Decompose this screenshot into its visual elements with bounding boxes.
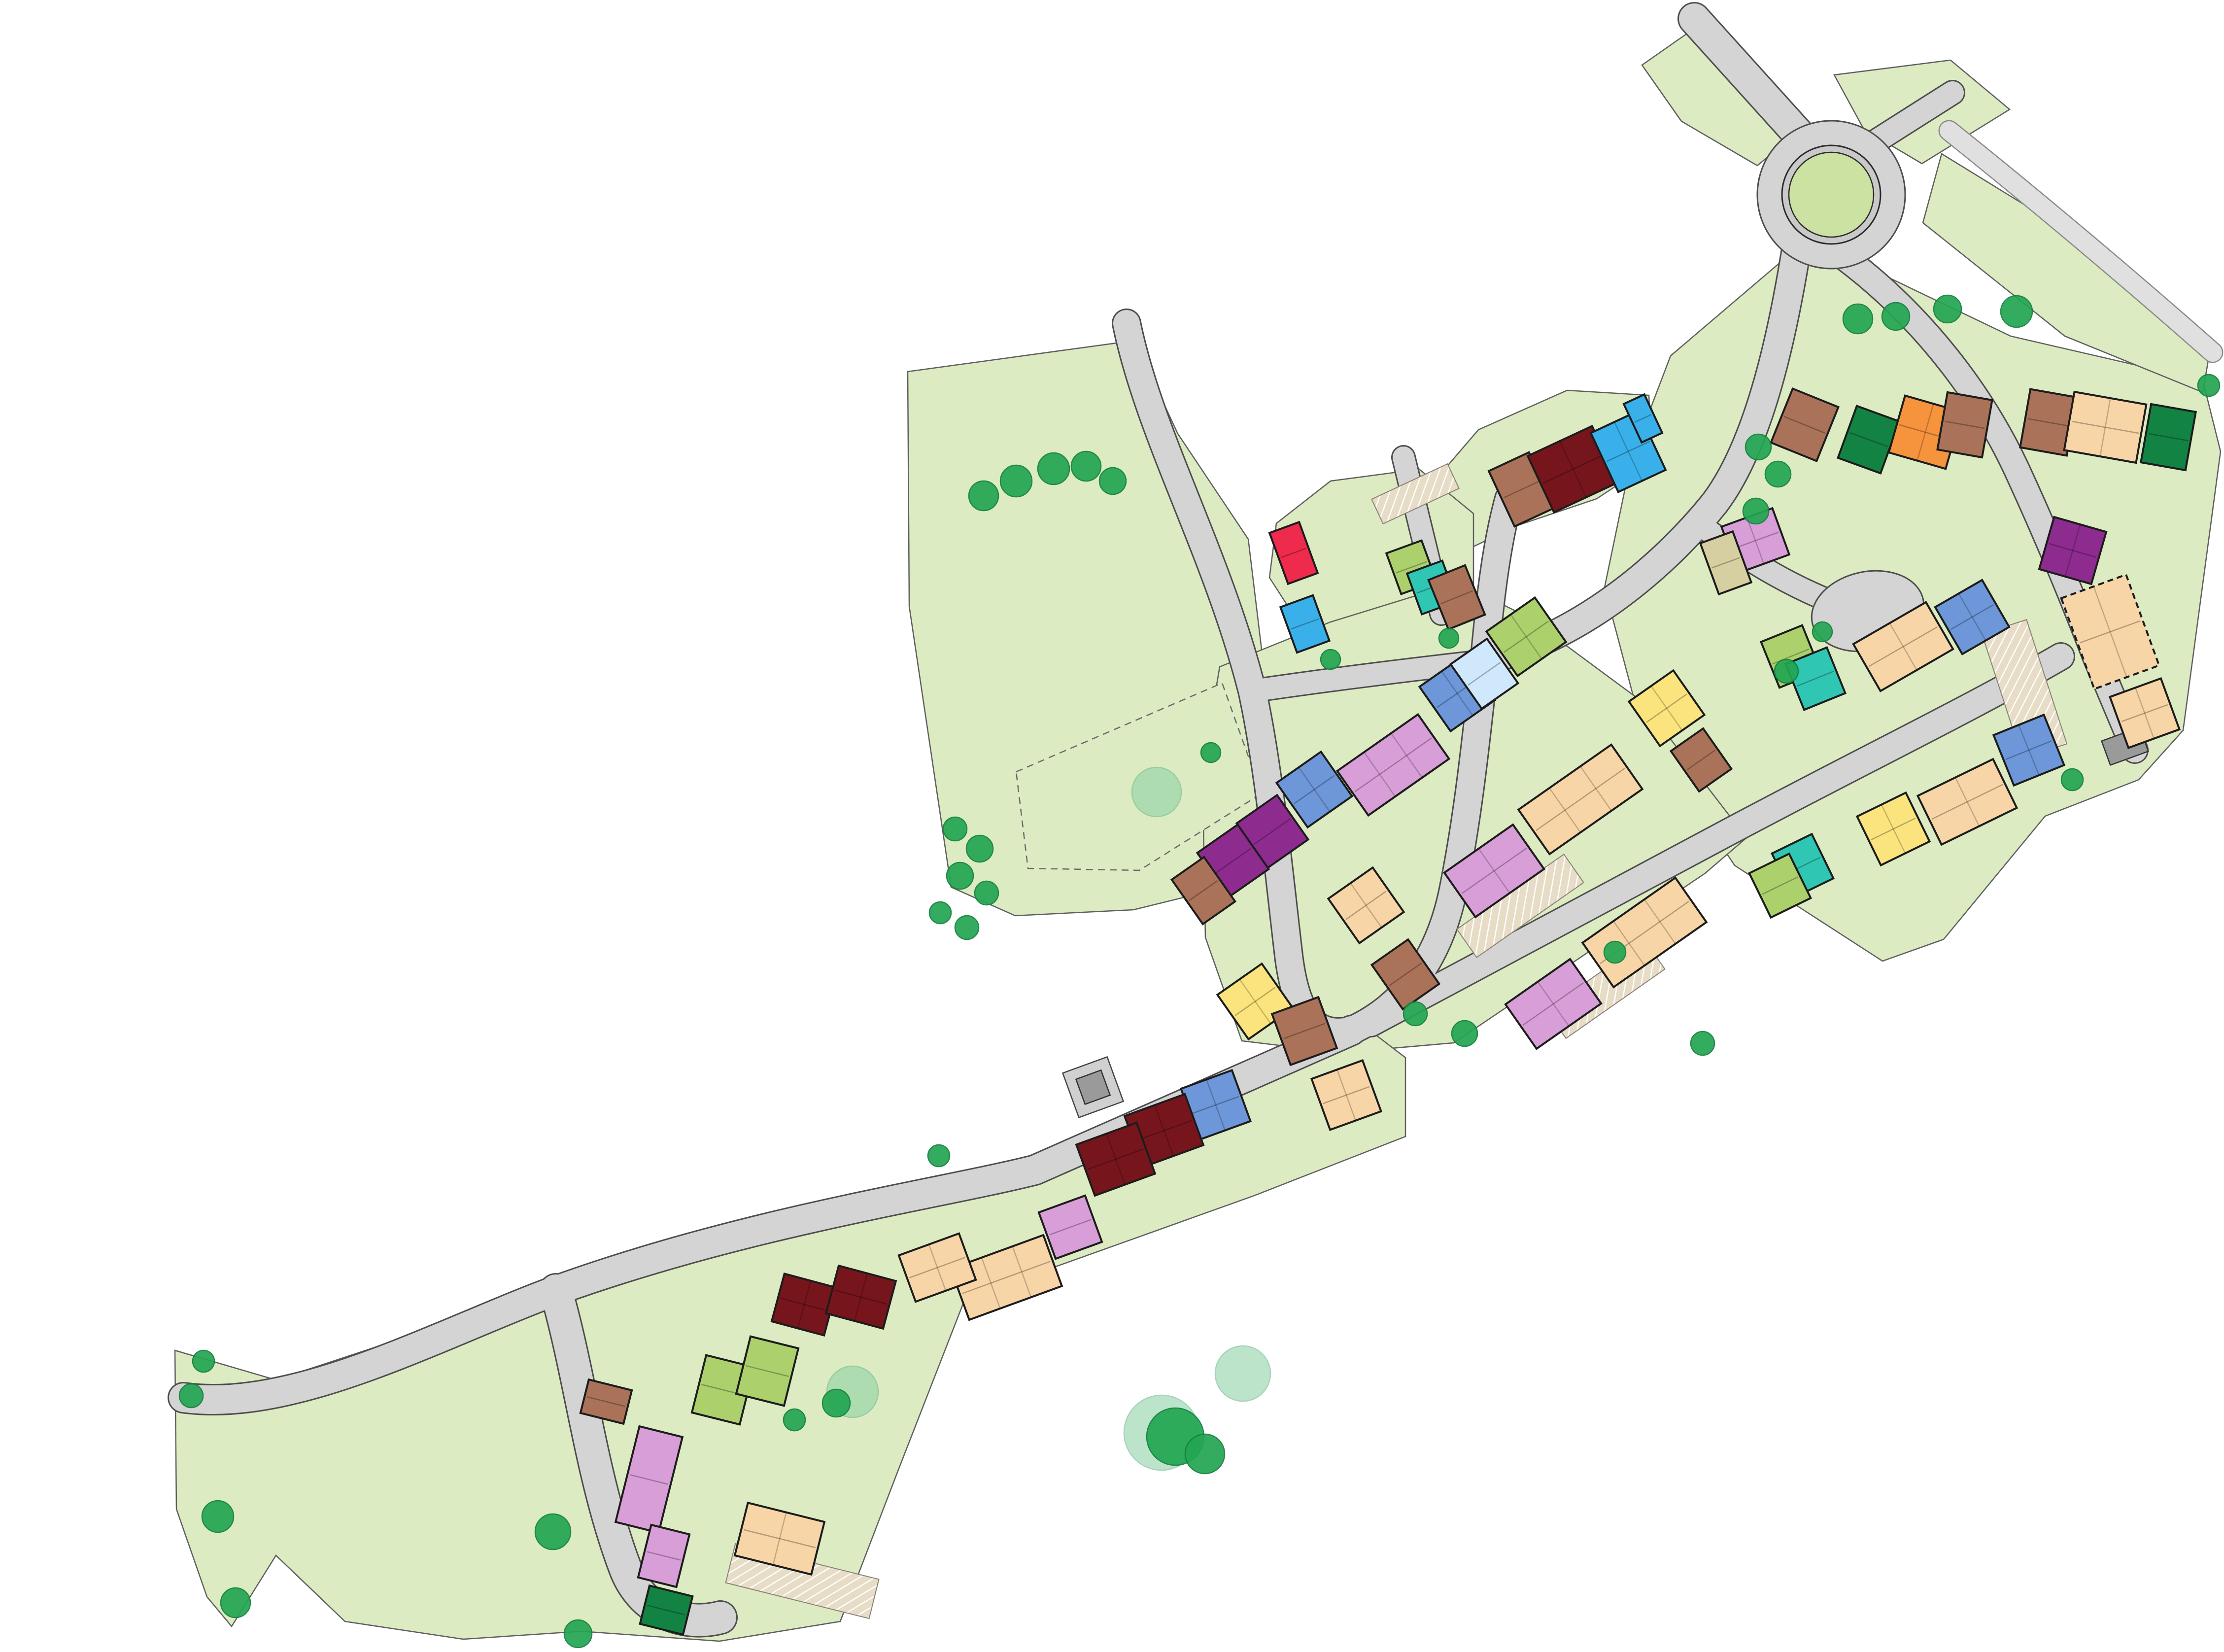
- plot-house-barnwood: [1427, 564, 1486, 631]
- tree-icon: [1933, 294, 1962, 324]
- plot-house-alnmouth: [1037, 1194, 1103, 1260]
- tree-icon: [563, 1619, 593, 1649]
- plot-house-barnwood: [1370, 938, 1441, 1011]
- plot-house-alnmouth: [1504, 958, 1603, 1050]
- plot-house-barnwood: [1669, 727, 1733, 793]
- plot-house-ashdown: [1934, 579, 2011, 655]
- tree-icon: [946, 861, 974, 890]
- plot-house-barnwood: [1936, 391, 1993, 459]
- tree-icon: [954, 915, 980, 940]
- hawthorn-park-logo-icon: [73, 58, 167, 162]
- plot-house-alnmouth: [637, 1523, 691, 1588]
- plot-house-brampton: [1279, 594, 1331, 654]
- tree-icon: [201, 1500, 235, 1533]
- tree-icon: [942, 816, 968, 842]
- plot-house-alnmouth: [1335, 713, 1451, 817]
- tree-icon: [1200, 742, 1222, 763]
- plot-house-afford: [1852, 601, 1954, 692]
- tree-icon: [1214, 1345, 1271, 1402]
- plot-house-afford: [1916, 757, 2019, 846]
- plot-house-afford: [2108, 677, 2181, 750]
- plot-house-alnmouth: [1443, 823, 1545, 919]
- plot-house-afford: [897, 1232, 977, 1303]
- tree-icon: [928, 901, 952, 925]
- plot-house-brampton: [1622, 393, 1664, 444]
- tree-icon: [192, 1349, 215, 1373]
- plot-house-galloway: [1627, 669, 1706, 748]
- roundabout-island: [1788, 151, 1875, 238]
- plot-house-braunton: [1784, 646, 1847, 711]
- plot-house-barnwood: [1170, 856, 1237, 926]
- tree-icon: [2000, 295, 2033, 328]
- plot-house-afford: [949, 1234, 1063, 1321]
- tree-icon: [783, 1408, 806, 1432]
- tree-icon: [1098, 467, 1127, 495]
- tree-icon: [1742, 497, 1770, 525]
- tree-icon: [974, 880, 999, 906]
- tree-icon: [1184, 1433, 1226, 1475]
- tree-icon: [1881, 302, 1911, 331]
- road: [1113, 310, 1365, 1045]
- plot-house-ashdown: [1992, 713, 2066, 787]
- plot-house-burnham: [2038, 516, 2108, 585]
- tree-icon: [927, 1144, 951, 1168]
- plot-house-afford: [733, 1501, 826, 1576]
- cycle-track: [1940, 121, 2222, 362]
- plot-house-sherwood: [639, 1584, 694, 1636]
- tree-icon: [1403, 1001, 1428, 1027]
- tree-icon: [1070, 450, 1102, 482]
- road: [1469, 227, 1812, 674]
- tree-icon: [1451, 1020, 1478, 1047]
- tree-icon: [1037, 452, 1070, 485]
- tree-icon: [1603, 940, 1627, 964]
- plot-house-barnwood: [1270, 996, 1338, 1067]
- plot-house-saunton: [735, 1335, 800, 1407]
- plot-house-saunton: [1747, 852, 1813, 919]
- tree-icon: [1320, 649, 1341, 670]
- tree-icon: [1438, 627, 1460, 649]
- plot-house-afford: [2060, 573, 2160, 690]
- plot-house-deepdale: [1699, 530, 1753, 596]
- plot-house-sherwood: [2139, 403, 2197, 472]
- plot-house-saunton: [690, 1354, 755, 1426]
- plot-house-saunton: [1485, 596, 1568, 678]
- plot-house-burnham: [1235, 793, 1310, 869]
- tree-icon: [1131, 766, 1182, 818]
- tree-icon: [178, 1383, 204, 1409]
- tree-icon: [965, 834, 994, 863]
- plot-house-afford: [1517, 743, 1644, 856]
- plot-house-afford: [1310, 1059, 1383, 1132]
- tree-icon: [1812, 621, 1833, 643]
- plot-house-marston: [1268, 520, 1319, 585]
- tree-icon: [220, 1587, 251, 1618]
- road: [169, 1016, 1366, 1414]
- plot-house-stanton: [824, 1264, 897, 1330]
- tree-icon: [534, 1513, 572, 1550]
- tree-icon: [1774, 658, 1799, 684]
- tree-icon: [2060, 768, 2084, 792]
- substation-building: [1075, 1069, 1111, 1105]
- tree-icon: [821, 1388, 851, 1418]
- parking-court: [1371, 463, 1460, 525]
- tree-icon: [968, 480, 999, 512]
- plot-house-alnmouth: [614, 1425, 684, 1534]
- road: [1864, 81, 1964, 153]
- tree-icon: [1745, 433, 1772, 461]
- tree-icon: [1690, 1031, 1715, 1056]
- plot-house-stanton: [1075, 1121, 1157, 1197]
- plot-house-afford: [1327, 866, 1405, 945]
- plot-house-barnwood: [1769, 387, 1840, 463]
- plot-house-ashridge: [1449, 637, 1520, 710]
- tree-icon: [2197, 374, 2221, 397]
- tree-icon: [1842, 303, 1874, 335]
- plot-house-afford: [2063, 390, 2148, 464]
- plot-house-barnwood: [579, 1378, 633, 1425]
- road: [1679, 3, 1815, 151]
- plot-house-galloway: [1855, 791, 1931, 867]
- plot-house-ashdown: [1275, 750, 1354, 829]
- tree-icon: [1764, 460, 1792, 488]
- tree-icon: [999, 464, 1033, 498]
